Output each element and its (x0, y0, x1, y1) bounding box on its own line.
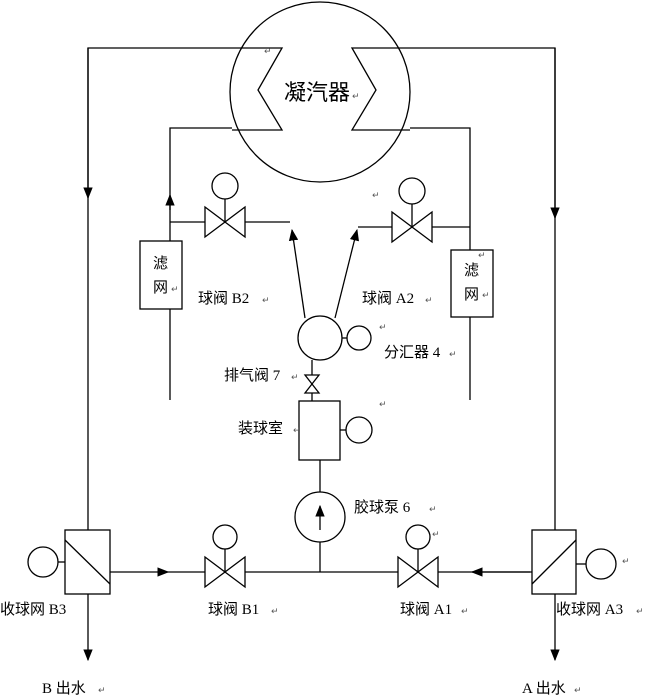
return-mark: ↵ (379, 323, 387, 333)
return-mark: ↵ (482, 291, 490, 301)
return-mark: ↵ (171, 285, 179, 295)
pump-label: 胶球泵 6 (354, 499, 411, 516)
return-mark: ↵ (372, 191, 380, 201)
ball-pump (294, 491, 346, 572)
valve-a2 (358, 177, 470, 244)
filter-right-label-1: 滤 (464, 262, 479, 279)
collector-a3 (531, 529, 617, 662)
valve-b1-label: 球阀 B1 (208, 601, 259, 618)
filter-right: 滤 网 (450, 249, 494, 318)
return-mark: ↵ (449, 350, 457, 360)
return-mark: ↵ (461, 607, 469, 617)
return-mark: ↵ (636, 607, 644, 617)
condenser: 凝汽器 (229, 1, 411, 183)
return-mark: ↵ (98, 686, 106, 696)
collector-b3-label: 收球网 B3 (0, 601, 66, 618)
valve-a1-label: 球阀 A1 (400, 601, 452, 618)
ball-chamber-label: 装球室 (238, 420, 283, 437)
collector-b3 (27, 529, 111, 662)
return-mark: ↵ (622, 557, 630, 567)
filter-left: 滤 网 (139, 240, 183, 310)
valve-a1 (397, 524, 439, 589)
return-mark: ↵ (574, 686, 582, 696)
valve-b1 (204, 524, 246, 589)
return-mark: ↵ (291, 373, 299, 383)
return-mark: ↵ (352, 92, 360, 102)
outer-pipes (83, 47, 560, 530)
valve-b2-label: 球阀 B2 (198, 290, 249, 307)
valve-a2-label: 球阀 A2 (362, 290, 414, 307)
distributor (288, 228, 372, 361)
condenser-label: 凝汽器 (284, 80, 350, 105)
return-mark: ↵ (271, 607, 279, 617)
return-mark: ↵ (429, 505, 437, 515)
vent-valve (303, 360, 321, 401)
distributor-label: 分汇器 4 (384, 344, 441, 361)
filter-right-label-2: 网 (464, 287, 479, 303)
return-mark: ↵ (478, 251, 486, 261)
collector-a3-label: 收球网 A3 (556, 601, 623, 618)
outlet-a-label: A 出水 (522, 680, 566, 697)
outlet-b-label: B 出水 (42, 680, 86, 697)
return-mark: ↵ (264, 47, 272, 57)
vent-valve-label: 排气阀 7 (224, 367, 281, 384)
return-mark: ↵ (425, 296, 433, 306)
return-mark: ↵ (293, 426, 301, 436)
return-mark: ↵ (262, 296, 270, 306)
filter-left-label-1: 滤 (153, 255, 168, 272)
return-mark: ↵ (432, 530, 440, 540)
return-mark: ↵ (379, 400, 387, 410)
return-marks: ↵ ↵ ↵ ↵ ↵ ↵ ↵ ↵ ↵ ↵ ↵ ↵ ↵ ↵ ↵ ↵ ↵ ↵ ↵ ↵ … (98, 47, 644, 696)
ball-chamber (298, 400, 373, 492)
filter-left-label-2: 网 (153, 280, 168, 296)
valve-b2 (170, 172, 290, 239)
